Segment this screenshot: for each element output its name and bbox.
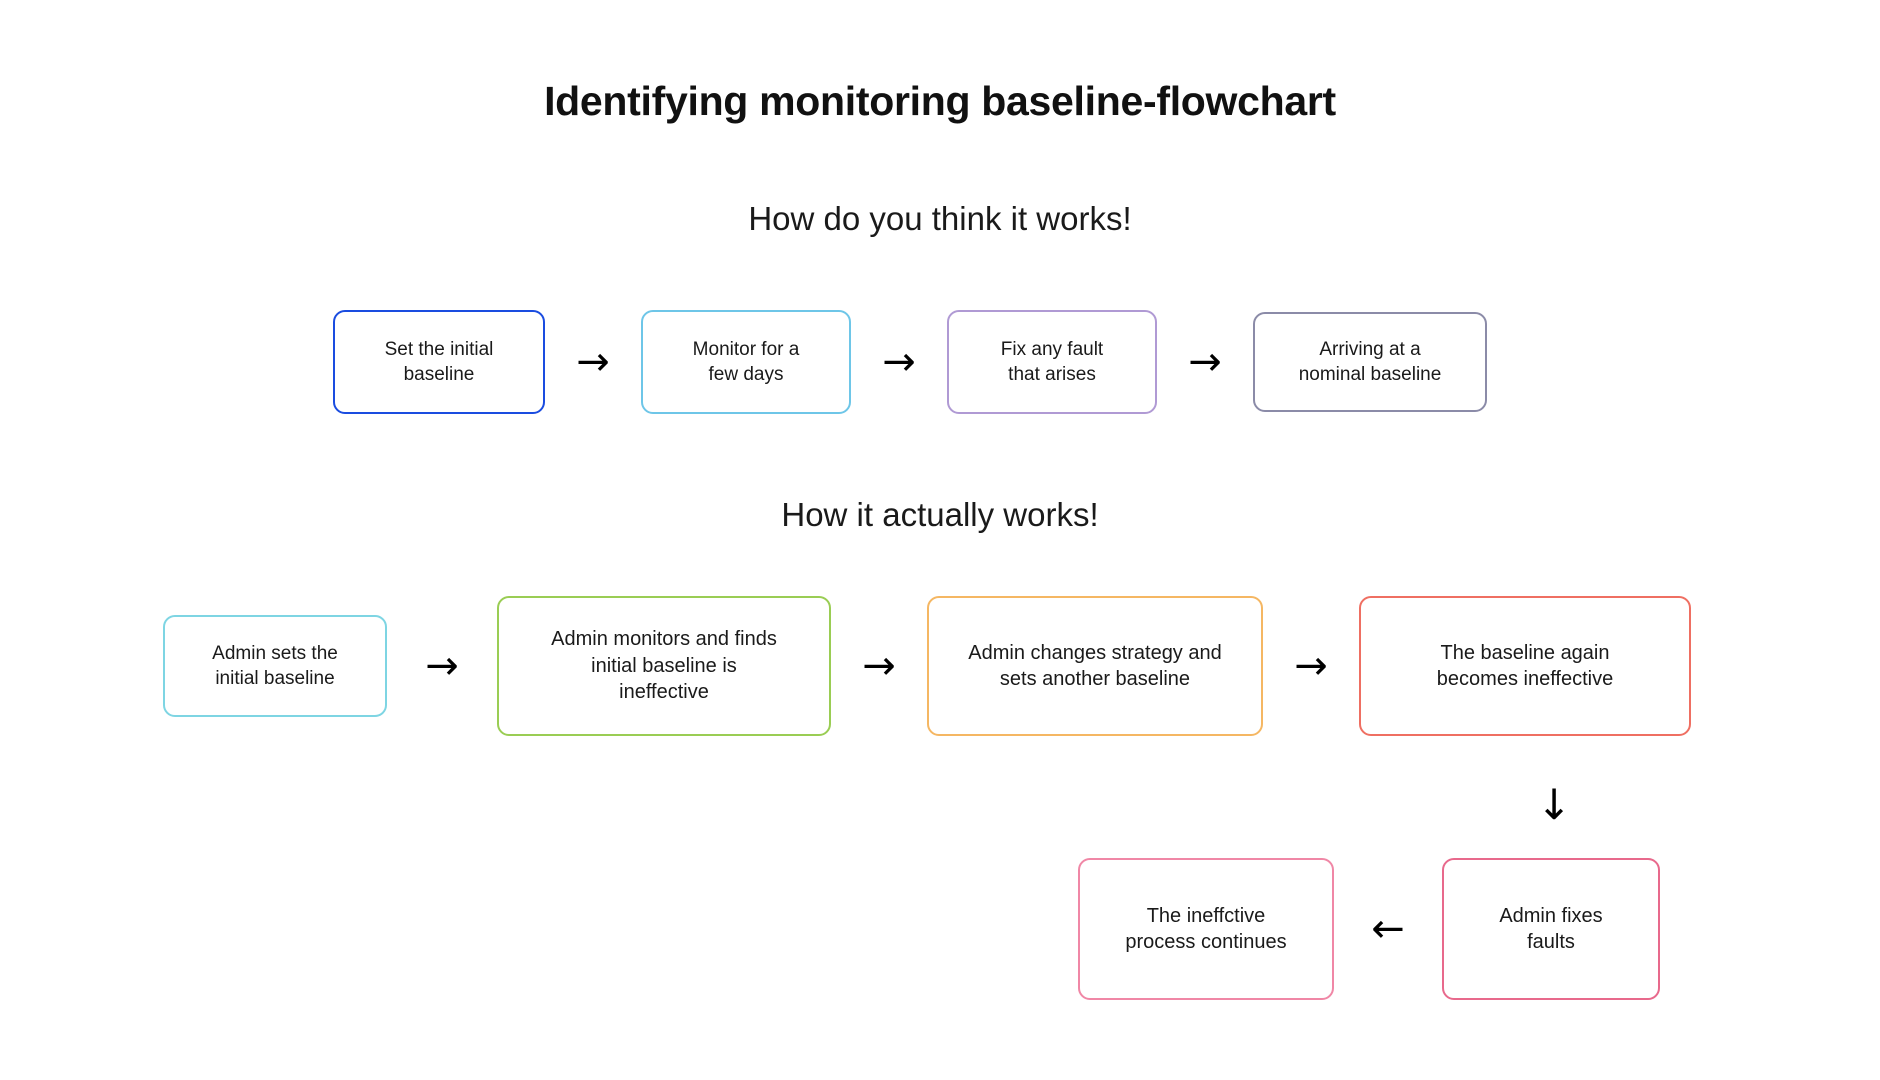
node-arriving-nominal-baseline[interactable]: Arriving at a nominal baseline [1253,312,1487,412]
node-label: Fix any fault that arises [1000,338,1104,385]
node-admin-sets-initial-baseline[interactable]: Admin sets the initial baseline [163,615,387,717]
node-label: The ineffctive process continues [1125,904,1287,953]
arrow-right-icon: → [1188,339,1222,385]
flow-row-expected: Set the initial baseline → Monitor for a… [333,310,1487,414]
arrow-left-icon: ← [1371,906,1405,952]
node-label: Admin fixes faults [1499,904,1603,953]
node-admin-fixes-faults[interactable]: Admin fixes faults [1442,858,1660,1000]
page-title: Identifying monitoring baseline-flowchar… [544,78,1336,124]
node-ineffective-process-continues[interactable]: The ineffctive process continues [1078,858,1334,1000]
arrow-right-icon: → [1294,643,1328,689]
node-label: Admin changes strategy and sets another … [968,641,1222,690]
arrow-right-icon: → [882,339,916,385]
section-heading-how-it-actually-works: How it actually works! [781,496,1099,533]
node-label: Set the initial baseline [384,338,494,385]
node-label: Admin monitors and finds initial baselin… [551,628,777,704]
node-label: Monitor for a few days [692,338,800,385]
node-label: The baseline again becomes ineffective [1436,641,1614,690]
node-monitor-few-days[interactable]: Monitor for a few days [641,310,851,414]
node-label: Arriving at a nominal baseline [1298,338,1442,385]
node-set-initial-baseline[interactable]: Set the initial baseline [333,310,545,414]
arrow-right-icon: → [576,339,610,385]
node-baseline-again-ineffective[interactable]: The baseline again becomes ineffective [1359,596,1691,736]
arrow-down-icon: ↓ [1536,779,1572,829]
arrow-right-icon: → [862,643,896,689]
node-fix-any-fault[interactable]: Fix any fault that arises [947,310,1157,414]
arrow-right-icon: → [425,643,459,689]
flow-row-loop: The ineffctive process continues ← Admin… [1078,858,1660,1000]
section-heading-how-do-you-think: How do you think it works! [748,200,1132,237]
node-admin-changes-strategy[interactable]: Admin changes strategy and sets another … [927,596,1263,736]
node-admin-monitors-ineffective[interactable]: Admin monitors and finds initial baselin… [497,596,831,736]
flow-row-actual: Admin sets the initial baseline → Admin … [163,596,1691,736]
node-label: Admin sets the initial baseline [212,642,338,689]
